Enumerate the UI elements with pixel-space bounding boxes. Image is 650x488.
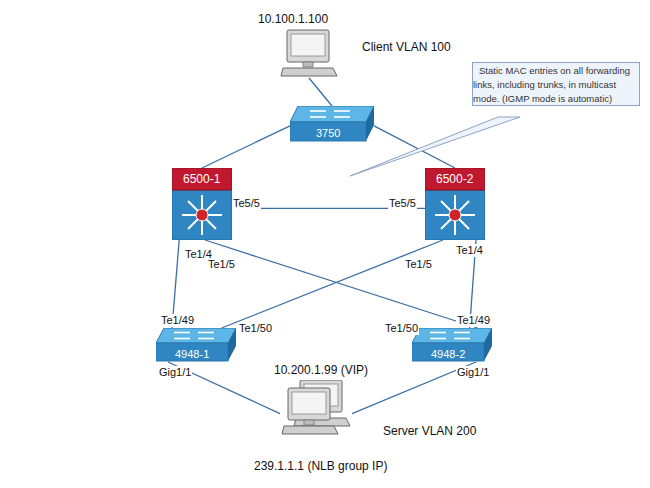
servers-icon xyxy=(280,380,352,436)
node-label: 4948-1 xyxy=(175,348,209,360)
port-label: Gig1/1 xyxy=(158,366,192,379)
switch-3750: 3750 xyxy=(290,106,374,142)
node-label: 10.100.1.100 xyxy=(258,12,328,26)
network-link xyxy=(202,126,290,168)
port-label: Te1/4 xyxy=(455,244,484,257)
network-link xyxy=(309,78,332,106)
server-pair: 10.200.1.99 (VIP)Server VLAN 200239.1.1.… xyxy=(280,380,352,436)
port-label: Te1/49 xyxy=(160,314,195,327)
core-switch-6500: 6500-2 xyxy=(425,168,485,240)
port-label: Te1/50 xyxy=(384,322,419,335)
network-link xyxy=(222,240,443,328)
node-label: Server VLAN 200 xyxy=(383,424,476,438)
port-label: Te1/50 xyxy=(238,322,273,335)
node-label: 4948-2 xyxy=(431,348,465,360)
port-label: Gig1/1 xyxy=(456,366,490,379)
node-label: 10.200.1.99 (VIP) xyxy=(274,363,368,377)
node-label: Client VLAN 100 xyxy=(362,40,451,54)
port-label: Te5/5 xyxy=(388,197,417,210)
port-label: Te5/5 xyxy=(232,197,261,210)
note-callout: Static MAC entries on all forwarding lin… xyxy=(472,62,640,106)
client-pc: 10.100.1.100Client VLAN 100 xyxy=(280,28,338,78)
node-label: 3750 xyxy=(316,127,340,139)
access-switch-4948: 4948-2 xyxy=(412,328,492,362)
port-label: Te1/5 xyxy=(404,258,433,271)
network-link xyxy=(205,240,478,328)
note-text: Static MAC entries on all forwarding lin… xyxy=(473,61,630,108)
node-label: 6500-1 xyxy=(183,172,220,186)
access-switch-4948: 4948-1 xyxy=(156,328,236,362)
pc-icon xyxy=(280,28,338,78)
core-switch-6500: 6500-1 xyxy=(172,168,232,240)
node-label: 6500-2 xyxy=(436,172,473,186)
port-label: Te1/49 xyxy=(456,314,491,327)
node-label: 239.1.1.1 (NLB group IP) xyxy=(254,459,387,473)
callout-tail xyxy=(350,117,520,176)
port-label: Te1/5 xyxy=(207,258,236,271)
